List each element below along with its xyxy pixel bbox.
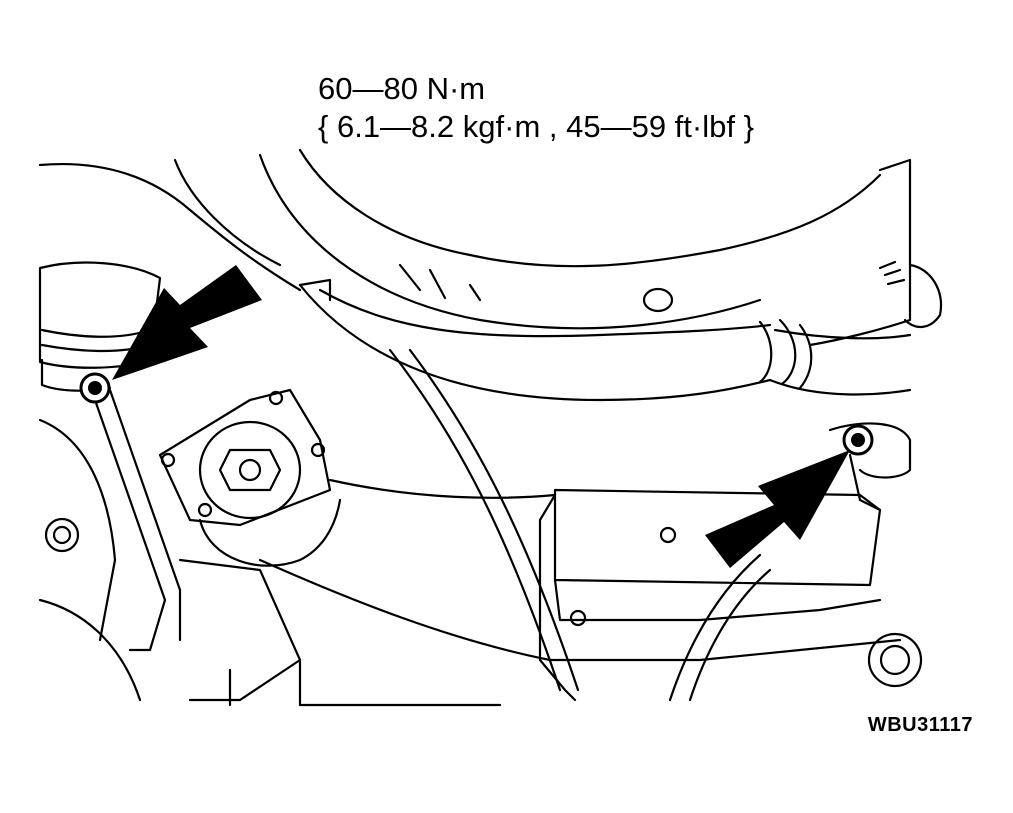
hose-upper — [318, 288, 772, 338]
hose-right — [768, 378, 912, 396]
arrow-icon — [705, 450, 850, 568]
cable-right — [668, 553, 762, 702]
right-bracket-lower — [553, 578, 882, 622]
figure-code: WBU31117 — [867, 714, 973, 736]
housing-right — [808, 158, 912, 347]
plate-hole — [310, 442, 326, 458]
trans-body-left — [178, 558, 302, 702]
hose-clip — [398, 263, 482, 302]
bracket-hole — [659, 526, 677, 544]
housing-rib — [173, 158, 282, 267]
bracket-edge — [538, 493, 577, 702]
bolt-icon — [842, 424, 874, 456]
arrow-icon — [112, 265, 262, 380]
trans-bottom-edge — [298, 658, 502, 707]
cable — [408, 348, 580, 692]
center-mount-plate — [158, 388, 332, 527]
hose-right-top — [773, 328, 912, 340]
housing-edge — [38, 163, 302, 292]
left-mount-band — [40, 328, 152, 338]
frame-bolt — [44, 517, 80, 553]
frame-bolt-center — [52, 525, 72, 545]
mount-nut — [218, 448, 282, 492]
mount-boss — [198, 420, 302, 520]
mount-stud — [238, 458, 262, 482]
cable-right — [688, 568, 772, 702]
cable — [388, 348, 562, 692]
gear-edge — [903, 263, 943, 328]
hose-clamp — [758, 320, 773, 384]
lower-housing — [38, 598, 142, 702]
bolt-icon — [79, 372, 111, 404]
housing-lower-curve — [258, 153, 762, 330]
gear-wheel — [867, 632, 923, 688]
hose-clamp — [778, 318, 797, 386]
bracket-hole — [569, 609, 587, 627]
gear-hub — [879, 644, 911, 676]
hose-clamp — [798, 323, 813, 390]
torque-specification: 60—80 N·m { 6.1—8.2 kgf·m , 45—59 ft·lbf… — [318, 70, 754, 146]
plate-hole — [197, 502, 213, 518]
left-bracket — [93, 398, 167, 652]
mount-base-curve — [198, 498, 342, 567]
torque-nm: 60—80 N·m — [318, 71, 486, 106]
housing-hole — [642, 287, 674, 313]
torque-conversions: { 6.1—8.2 kgf·m , 45—59 ft·lbf } — [318, 109, 754, 144]
left-bracket-edge — [108, 388, 182, 642]
plate-hole — [268, 390, 284, 406]
right-mount-ear — [828, 422, 912, 479]
plate-hole — [160, 452, 176, 468]
right-mount-arm — [848, 453, 882, 512]
left-frame-curve — [38, 418, 117, 642]
gear-teeth — [878, 260, 906, 286]
housing-curve — [298, 148, 882, 268]
hose-lower — [298, 283, 772, 402]
trans-body-line — [328, 478, 557, 499]
hose-end — [298, 278, 332, 302]
trans-body-bottom — [258, 558, 902, 662]
